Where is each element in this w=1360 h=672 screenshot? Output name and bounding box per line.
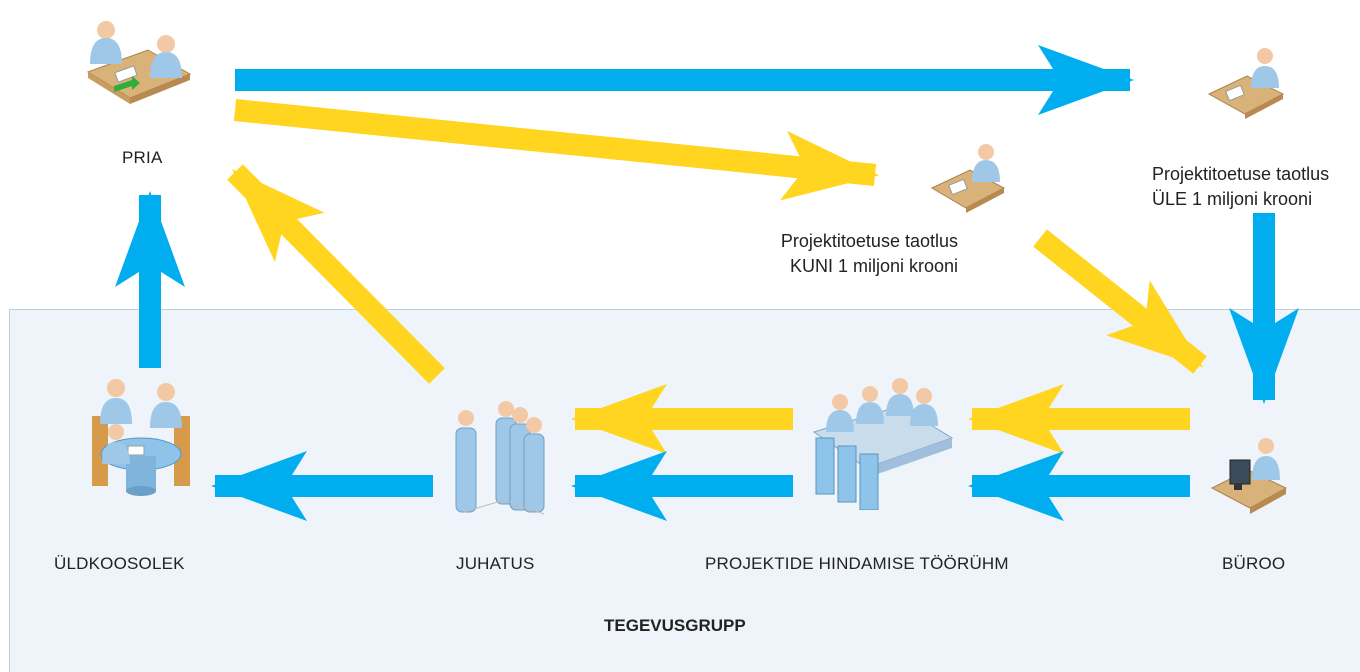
large-application-line1: Projektitoetuse taotlus xyxy=(1152,164,1330,184)
round-table-meeting-icon xyxy=(92,379,190,496)
small-application-line2: KUNI 1 miljoni krooni xyxy=(789,256,958,276)
pria-label: PRIA xyxy=(122,148,163,167)
small-application-note: Projektitoetuse taotlus KUNI 1 miljoni k… xyxy=(738,229,958,279)
standing-people-icon xyxy=(455,401,545,515)
large-application-note: Projektitoetuse taotlus ÜLE 1 miljoni kr… xyxy=(1152,162,1329,212)
buroo-label: BÜROO xyxy=(1222,554,1286,573)
large-application-line2: ÜLE 1 miljoni krooni xyxy=(1152,189,1313,209)
clerk-desk-icon xyxy=(930,144,1006,213)
tegevusgrupp-title: TEGEVUSGRUPP xyxy=(604,616,746,635)
computer-desk-icon xyxy=(1210,438,1288,514)
toorühm-label: PROJEKTIDE HINDAMISE TÖÖRÜHM xyxy=(705,554,1009,573)
meeting-desk-icon xyxy=(86,21,192,104)
juhatus-label: JUHATUS xyxy=(456,554,535,573)
uldkoosolek-label: ÜLDKOOSOLEK xyxy=(54,554,185,573)
conference-table-icon xyxy=(812,378,954,510)
arrow-juhatus-to-pria xyxy=(227,164,445,384)
arrow-pria-to-small-application xyxy=(233,99,879,201)
clerk-desk-icon xyxy=(1207,48,1285,119)
arrow-small-application-to-buroo xyxy=(1033,229,1207,374)
small-application-line1: Projektitoetuse taotlus xyxy=(780,231,958,251)
